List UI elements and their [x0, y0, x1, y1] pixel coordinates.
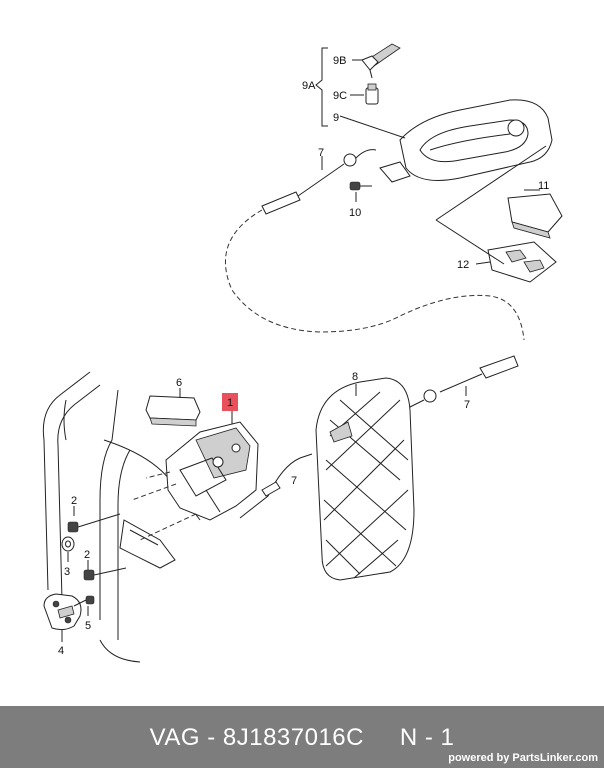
part-number: 8J1837016C	[222, 724, 364, 751]
callout-7-middle: 7	[291, 475, 297, 487]
bracket-9a	[315, 47, 364, 127]
part-1-door-lock	[165, 410, 259, 521]
callout-1-highlight	[222, 393, 238, 411]
part-9c-lock-cylinder	[365, 83, 379, 105]
callout-9c: 9C	[333, 90, 347, 102]
callout-10: 10	[349, 207, 361, 219]
part-8-trim-panel	[315, 377, 415, 581]
door-frame-illustration	[42, 371, 201, 663]
part-9b-handle-cap	[361, 43, 401, 79]
part-7-upper-cable	[225, 149, 525, 341]
callout-7-upper: 7	[318, 147, 324, 159]
callout-2-lower: 2	[84, 549, 90, 561]
part-4-striker-plate	[43, 593, 82, 642]
callout-4: 4	[58, 645, 64, 657]
callout-12: 12	[457, 259, 469, 271]
position-label: N - 1	[399, 724, 455, 751]
handle-reference-lines	[435, 145, 547, 265]
callout-9: 9	[333, 112, 339, 124]
callout-6: 6	[176, 377, 182, 389]
brand-prefix: VAG	[149, 724, 201, 751]
part-2-lower-screw	[83, 560, 127, 581]
powered-by-link[interactable]: powered by PartsLinker.com	[448, 752, 598, 764]
part-5-striker-screw	[73, 595, 95, 616]
callout-9b: 9B	[333, 55, 346, 67]
callout-8: 8	[352, 371, 358, 383]
part-9-inner-handle	[339, 99, 553, 183]
lock-assembly-lines	[131, 471, 197, 541]
callout-5: 5	[85, 620, 91, 632]
part-6-bracket	[145, 388, 201, 427]
callout-1: 1	[227, 397, 233, 409]
part-10-screw	[349, 181, 372, 202]
parts-diagram: 9B 9A 9C 9 7 10 11 12 6 1 8 7 7 2 3 2 5 …	[42, 43, 563, 663]
callout-2-upper: 2	[71, 495, 77, 507]
part-code-line: VAG - 8J1837016C N - 1	[0, 724, 604, 752]
callout-3: 3	[64, 566, 70, 578]
part-3-washer	[61, 536, 75, 562]
callout-11: 11	[538, 180, 549, 192]
part-7-lock-cable	[239, 453, 313, 519]
separator: -	[200, 724, 223, 751]
part-7-lower-cable	[407, 355, 519, 409]
callout-7-right: 7	[464, 399, 470, 411]
part-12-window-switch	[475, 241, 557, 283]
callout-9a: 9A	[302, 80, 316, 92]
part-2-upper-screw	[67, 506, 121, 533]
part-11-switch-cover	[507, 189, 563, 239]
footer-bar: VAG - 8J1837016C N - 1 powered by PartsL…	[0, 706, 604, 768]
